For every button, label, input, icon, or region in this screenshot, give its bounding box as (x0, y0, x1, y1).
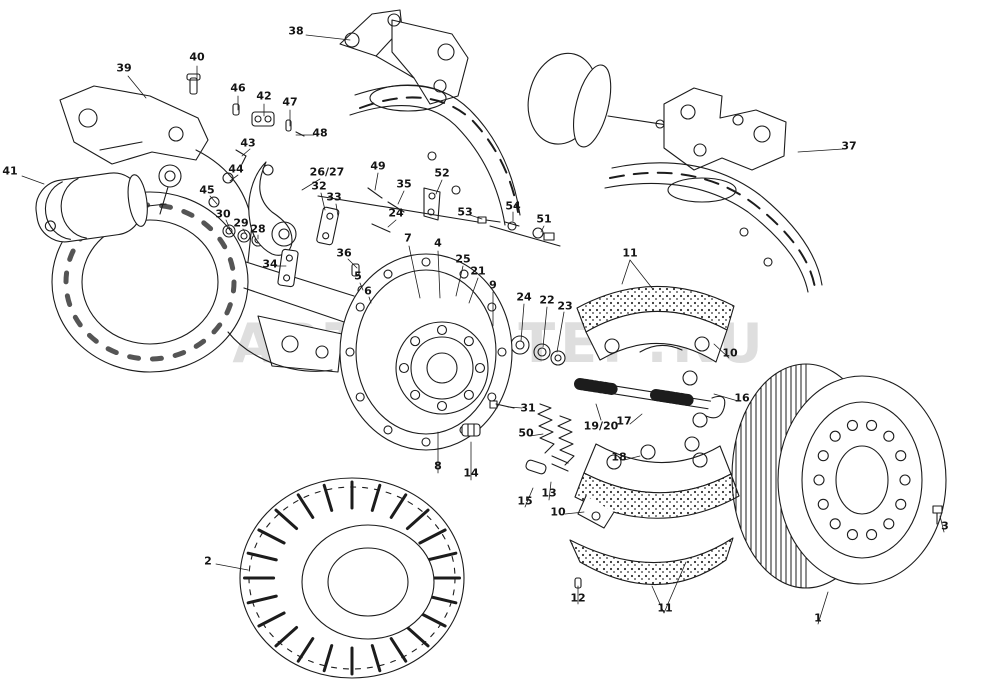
part-callout: 4 (434, 236, 442, 250)
part-callout: 46 (230, 81, 246, 95)
part-callout: 5 (354, 269, 362, 283)
part-callout: 54 (505, 199, 521, 213)
brake-chamber-right (527, 52, 717, 148)
part-callout: 50 (518, 426, 534, 440)
part-callout: 38 (288, 24, 304, 38)
brake-shoe-upper (576, 285, 735, 363)
part-callout: 42 (256, 89, 272, 103)
part-callout: 9 (489, 278, 497, 292)
part-callout: 30 (215, 207, 231, 221)
part-callout: 53 (457, 205, 473, 219)
springs (525, 403, 575, 475)
part-callout: 10 (722, 346, 738, 360)
part-callout: 52 (434, 166, 450, 180)
part-callout: 16 (734, 391, 750, 405)
part-callout: 13 (541, 486, 557, 500)
part-callout: 41 (2, 164, 18, 178)
fender-right (604, 162, 823, 293)
part-callout: 17 (616, 414, 632, 428)
top-bracket (339, 9, 469, 105)
part-callout: 6 (364, 284, 372, 298)
part-callout: 47 (282, 95, 298, 109)
hub-assembly (339, 253, 515, 451)
leader-lines (21, 34, 945, 625)
part-callout: 43 (240, 136, 256, 150)
camshaft (574, 370, 726, 460)
part-callout: 18 (611, 450, 627, 464)
part-callout: 51 (536, 212, 552, 226)
brake-shoe-lower (569, 443, 740, 589)
part-callout: 12 (570, 591, 586, 605)
small-parts-cluster (186, 73, 566, 366)
part-callout: 29 (233, 216, 249, 230)
part-callout: 34 (262, 257, 278, 271)
part-callout: 3 (941, 519, 949, 533)
part-callout: 24 (516, 290, 532, 304)
part-callout: 45 (199, 183, 215, 197)
brake-chamber-left (35, 172, 167, 243)
part-callout: 7 (404, 231, 412, 245)
part-callout: 28 (250, 222, 266, 236)
part-callout: 33 (326, 190, 342, 204)
part-callout: 37 (841, 139, 857, 153)
bracket-right (663, 87, 787, 171)
part-callout: 22 (539, 293, 555, 307)
part-callout: 11 (657, 601, 673, 615)
part-callout: 15 (517, 494, 533, 508)
part-callout: 40 (189, 50, 205, 64)
part-callout: 25 (455, 252, 471, 266)
fender-center (349, 84, 521, 226)
part-callout: 26/27 (309, 165, 345, 179)
part-callout: 23 (557, 299, 573, 313)
part-callout: 1 (814, 611, 822, 625)
part-callout: 35 (396, 177, 412, 191)
part-callout: 36 (336, 246, 352, 260)
part-callout: 39 (116, 61, 132, 75)
part-callout: 10 (550, 505, 566, 519)
part-callout: 32 (311, 179, 327, 193)
part-callout: 49 (370, 159, 386, 173)
part-callout: 31 (520, 401, 536, 415)
part-callout: 11 (622, 246, 638, 260)
part-callout: 48 (312, 126, 328, 140)
brake-drum-left (239, 477, 465, 679)
part-callout: 24 (388, 206, 404, 220)
brake-drum-right (731, 363, 947, 589)
part-callout: 8 (434, 459, 442, 473)
part-callout: 14 (463, 466, 479, 480)
part-callout: 21 (470, 264, 486, 278)
part-callout: 19/20 (583, 419, 619, 433)
part-callout: 44 (228, 162, 244, 176)
part-callout: 2 (204, 554, 212, 568)
